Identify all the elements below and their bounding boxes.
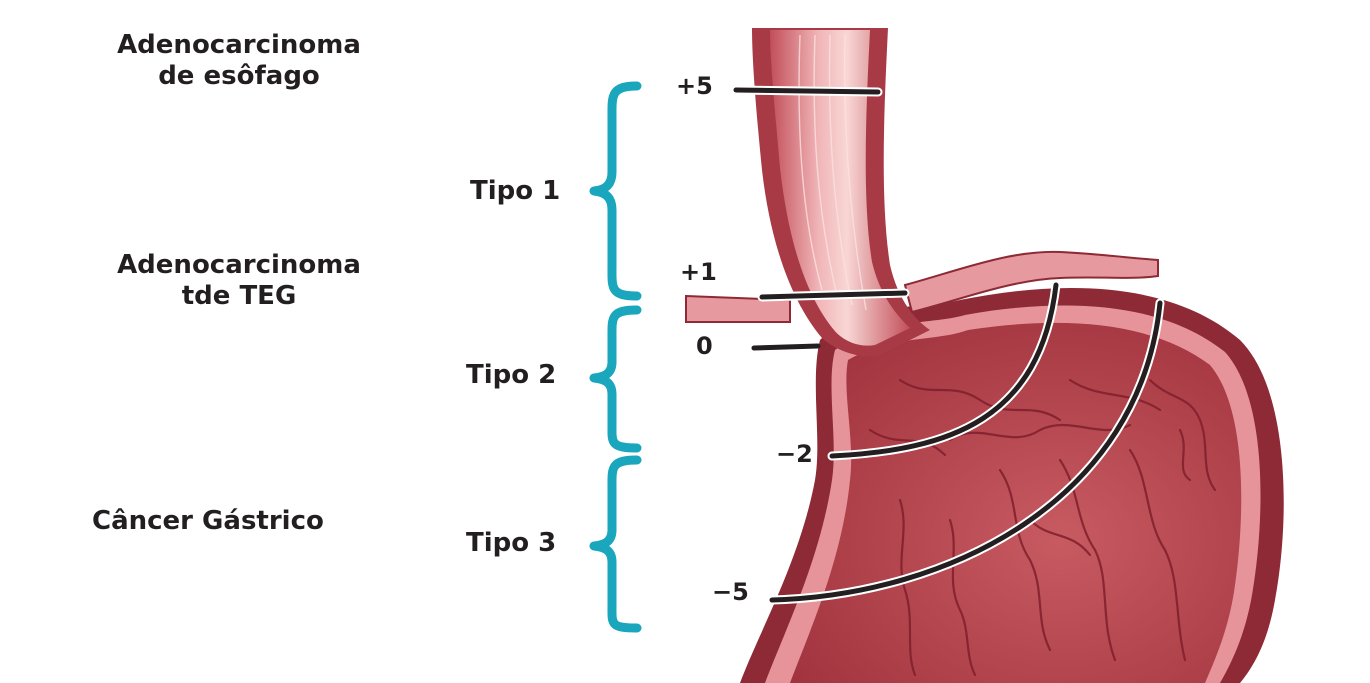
line-plus-5 [733,87,881,95]
label-tipo-1: Tipo 1 [470,176,561,206]
line-minus-2 [829,282,1059,459]
line-plus-1 [759,290,908,300]
esophagus-striations [798,34,867,311]
label-teg-line1: Adenocarcinoma [117,250,361,280]
gastric-rugae [868,378,1217,677]
bracket-tipo-3 [589,455,642,633]
marker-zero: 0 [696,332,713,360]
label-adenocarcinoma-esofago: Adenocarcinoma de esôfago [92,30,386,92]
marker-plus-5: +5 [676,72,713,100]
label-adenocarcinoma-teg: Adenocarcinoma tde TEG [92,250,386,312]
diaphragm [685,294,791,323]
label-tipo-2: Tipo 2 [466,360,557,390]
diaphragm-right [903,250,1159,314]
label-cancer-gastrico: Câncer Gástrico [92,506,324,536]
esophagus-lumen [770,30,910,346]
line-minus-5 [769,300,1163,603]
line-zero [751,343,821,351]
level-lines [731,85,1165,605]
label-esofago-line1: Adenocarcinoma [117,30,361,60]
marker-minus-2: −2 [776,440,813,468]
label-tipo-3: Tipo 3 [466,528,557,558]
type-brackets [589,81,642,633]
bracket-tipo-2 [589,305,642,453]
label-esofago-line2: de esôfago [158,61,320,92]
label-teg-line2: tde TEG [181,281,297,312]
stomach-interior [790,322,1242,683]
marker-plus-1: +1 [680,258,717,286]
bracket-tipo-1 [589,81,642,301]
marker-minus-5: −5 [712,578,749,606]
